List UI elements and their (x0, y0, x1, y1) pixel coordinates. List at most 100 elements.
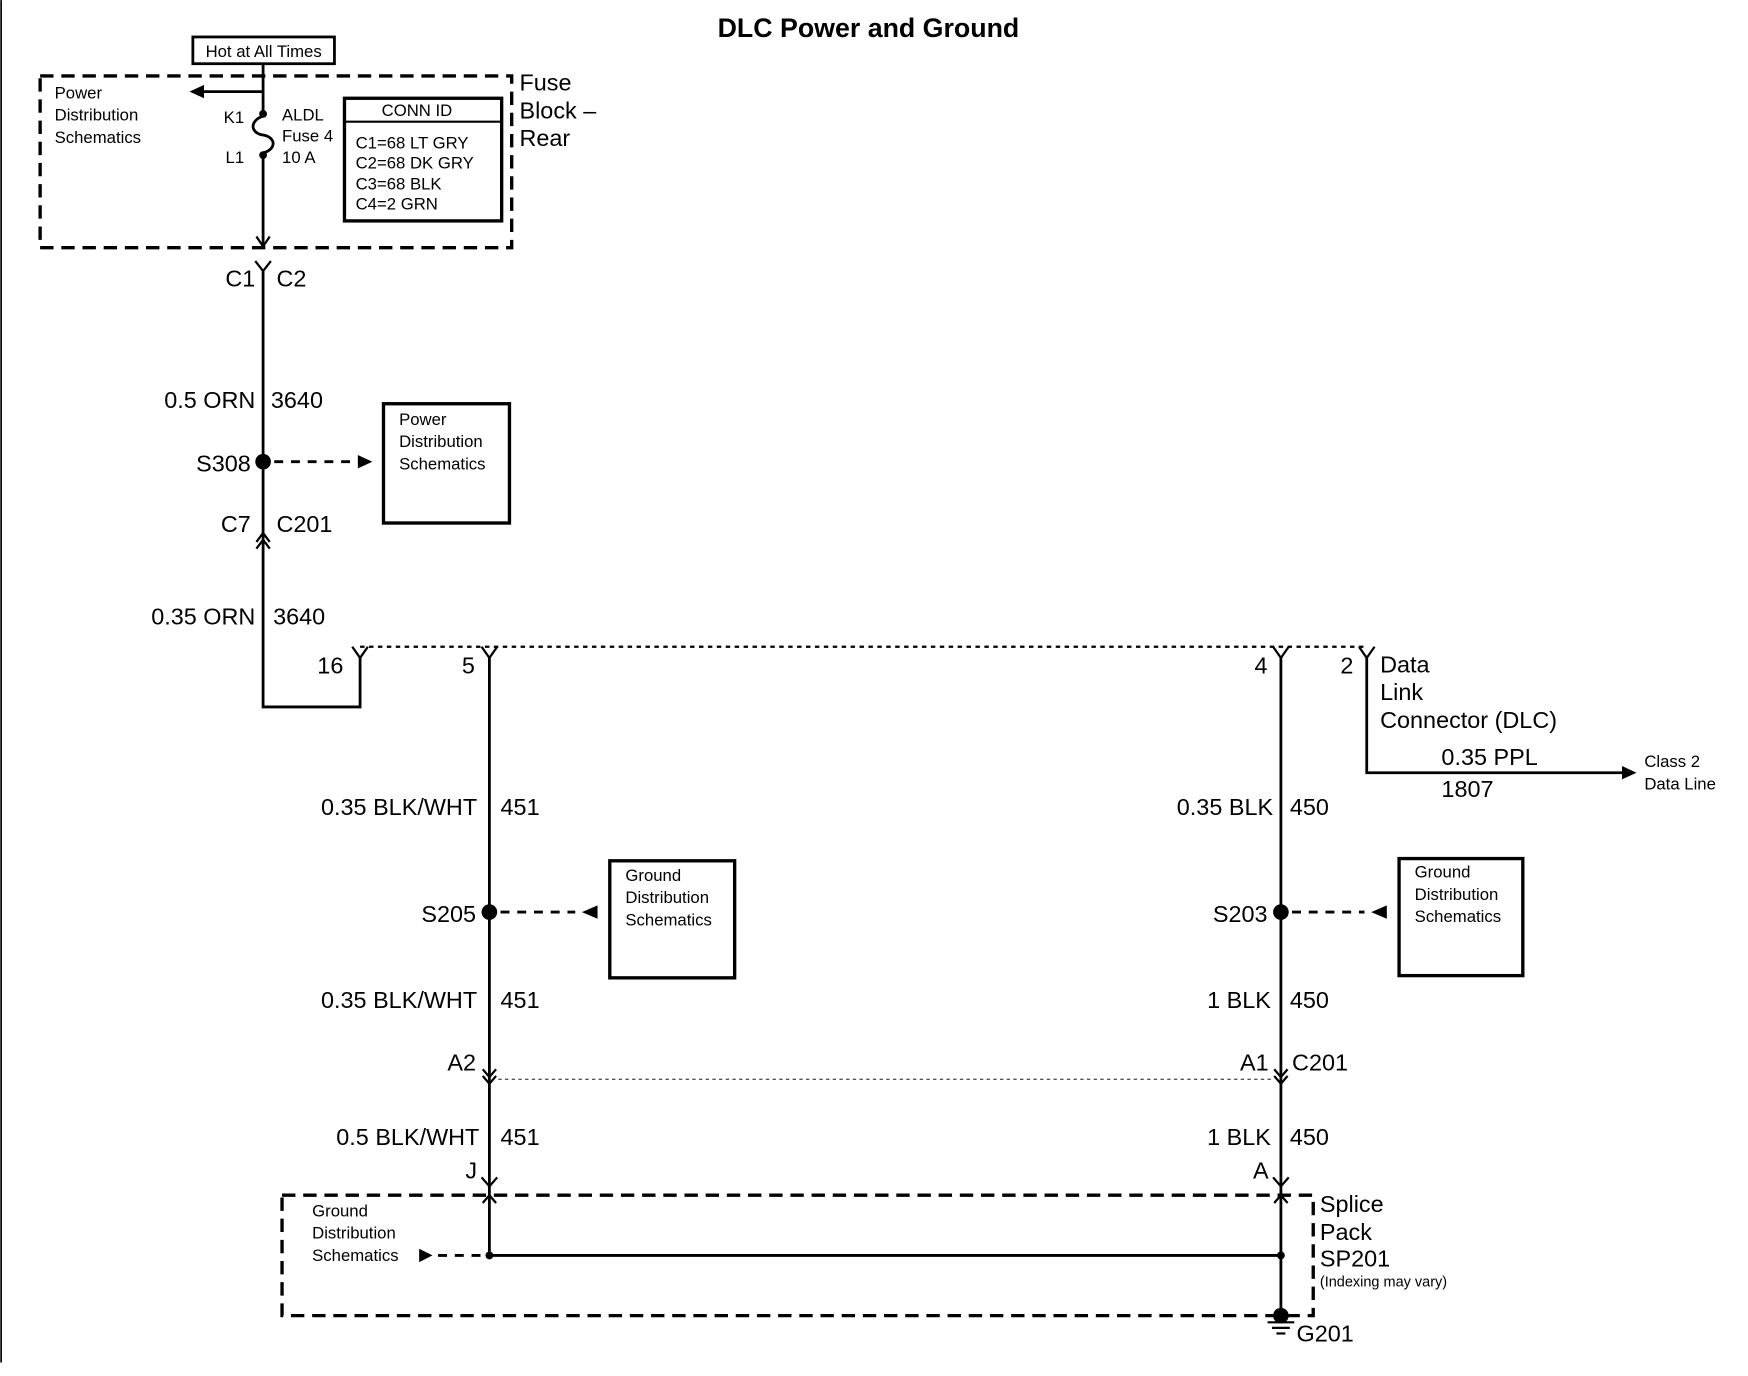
dlc-pin-2-label: 2 (1340, 653, 1353, 679)
splice-gds-line-2: Distribution (312, 1224, 396, 1243)
splice-gds-reference-arrow-icon (419, 1248, 433, 1263)
splice-s205-dot (481, 904, 498, 920)
hot-at-all-times-label: Hot at All Times (206, 42, 322, 61)
fuse-block: Hot at All Times Power Distribution Sche… (38, 35, 596, 292)
conn-id-row-4: C4=2 GRN (356, 195, 438, 214)
fuse-output-arrow-icon (255, 235, 271, 249)
conn-id-table (342, 96, 504, 223)
splice-s308-label: S308 (196, 451, 251, 477)
wire-450-1-circuit: 450 (1290, 794, 1329, 820)
connector-c201-label-upper: C201 (276, 511, 332, 537)
splice-s308-dot (255, 453, 271, 470)
data-link-connector: 16 5 4 2 Data Link Connector (DLC) 0.35 … (317, 645, 1716, 802)
s205-reference-arrow-icon (581, 905, 598, 919)
wire-450-2-gauge-color: 1 BLK (1207, 987, 1271, 1013)
wire-3640-lower-circuit: 3640 (273, 603, 325, 629)
wire-450-2-circuit: 450 (1290, 987, 1329, 1013)
wire-450-1-gauge-color: 0.35 BLK (1177, 794, 1274, 820)
connector-c1-label: C1 (225, 266, 255, 292)
wire-3640 (261, 271, 362, 709)
wire-451-2-circuit: 451 (501, 987, 540, 1013)
pin-l1-label: L1 (226, 148, 245, 167)
fuse-icon (251, 114, 275, 155)
conn-id-row-3: C3=68 BLK (356, 175, 442, 194)
connector-a2-icon-2 (481, 1075, 497, 1086)
splice-s205-label: S205 (421, 901, 476, 927)
wire-1807-circuit: 1807 (1441, 776, 1493, 802)
dlc-pin-5-label: 5 (462, 653, 475, 679)
ground-circuit-451: 0.35 BLK/WHT 451 S205 Ground Distributio… (321, 657, 737, 1256)
fuse-block-name-line-3: Rear (519, 125, 570, 151)
dlc-pin-2-female-icon (1358, 646, 1376, 660)
conn-id-row-2: C2=68 DK GRY (356, 154, 474, 173)
splice-s203-label: S203 (1213, 901, 1268, 927)
wire-3640-lower-gauge-color: 0.35 ORN (151, 603, 255, 629)
wire-451-3-circuit: 451 (501, 1124, 540, 1150)
fuse-block-pds-line-2: Distribution (55, 106, 139, 125)
splice-pin-j-female-icon (480, 1176, 499, 1189)
wire-451-3-gauge-color: 0.5 BLK/WHT (336, 1124, 479, 1150)
dlc-name-line-2: Link (1380, 679, 1423, 705)
gds-s205-line-1: Ground (625, 866, 681, 885)
gds-s203-line-1: Ground (1415, 863, 1471, 882)
pds-box-line-1: Power (399, 410, 447, 429)
conn-id-header: CONN ID (382, 101, 453, 120)
gds-s205-line-3: Schematics (625, 910, 711, 929)
gds-reference-box-s205 (608, 859, 737, 980)
pds-box-line-3: Schematics (399, 455, 485, 474)
feed-left-arrow-icon (189, 84, 205, 99)
pds-reference-box (381, 402, 512, 525)
gds-s203-line-2: Distribution (1415, 885, 1499, 904)
fuse-block-outline (38, 74, 514, 250)
connector-a1-icon-2 (1273, 1075, 1289, 1086)
dlc-pin-16-label: 16 (317, 653, 343, 679)
splice-pin-j-male-icon (481, 1193, 497, 1204)
gds-reference-box-s203 (1397, 856, 1525, 978)
connector-a2-icon (481, 1068, 497, 1079)
wire-451-1-gauge-color: 0.35 BLK/WHT (321, 794, 477, 820)
ground-g201-label: G201 (1297, 1320, 1354, 1346)
dlc-name-line-1: Data (1380, 651, 1430, 677)
splice-pack-sp201: Ground Distribution Schematics Splice Pa… (280, 1191, 1447, 1346)
connector-a1-label: A1 (1240, 1049, 1269, 1075)
splice-pack-note: (Indexing may vary) (1320, 1275, 1447, 1291)
ground-circuit-450: 0.35 BLK 450 S203 Ground Distribution Sc… (1177, 657, 1525, 1316)
s308-reference-arrow-icon (357, 455, 373, 469)
splice-pack-name-line-1: Splice (1320, 1191, 1384, 1217)
wire-3640-upper-gauge-color: 0.5 ORN (164, 387, 255, 413)
class2-data-arrow-icon (1622, 766, 1637, 780)
splice-s203-dot (1273, 904, 1289, 920)
splice-pin-j-label: J (465, 1158, 477, 1184)
fuse-name-line-2: Fuse 4 (282, 127, 333, 146)
conn-id-row-1: C1=68 LT GRY (356, 133, 469, 152)
pds-box-line-2: Distribution (399, 432, 483, 451)
dlc-pin-16-female-icon (351, 646, 369, 660)
gds-s203-line-3: Schematics (1415, 907, 1501, 926)
splice-pin-a-label: A (1253, 1158, 1269, 1184)
fuse-block-name-line-1: Fuse (519, 69, 571, 95)
connector-c2-label: C2 (276, 266, 306, 292)
connector-c7-male-icon (255, 531, 271, 543)
fuse-name-line-3: 10 A (282, 148, 316, 167)
splice-pack-name-line-3: SP201 (1320, 1246, 1390, 1272)
dlc-pin-5-female-icon (480, 646, 499, 660)
wire-1807 (1365, 657, 1624, 775)
fuse-block-name-line-2: Block – (519, 97, 596, 123)
splice-pack-node-a (1276, 1251, 1285, 1260)
splice-pack-name-line-2: Pack (1320, 1219, 1372, 1245)
splice-gds-line-3: Schematics (312, 1246, 398, 1265)
connector-a2-label: A2 (447, 1049, 476, 1075)
wire-450-3-circuit: 450 (1290, 1124, 1329, 1150)
gds-s205-line-2: Distribution (625, 888, 709, 907)
dlc-pin-4-label: 4 (1254, 653, 1267, 679)
wire-3640-upper-circuit: 3640 (271, 387, 323, 413)
ground-icon (1267, 1315, 1295, 1335)
wire-451-2-gauge-color: 0.35 BLK/WHT (321, 987, 477, 1013)
wire-450-3-gauge-color: 1 BLK (1207, 1124, 1271, 1150)
connector-a1-icon (1273, 1068, 1289, 1079)
connector-c7-male-icon-2 (255, 537, 271, 550)
splice-pack-node-j (485, 1251, 494, 1260)
fuse-name-line-1: ALDL (282, 106, 324, 125)
s203-reference-arrow-icon (1371, 905, 1387, 919)
